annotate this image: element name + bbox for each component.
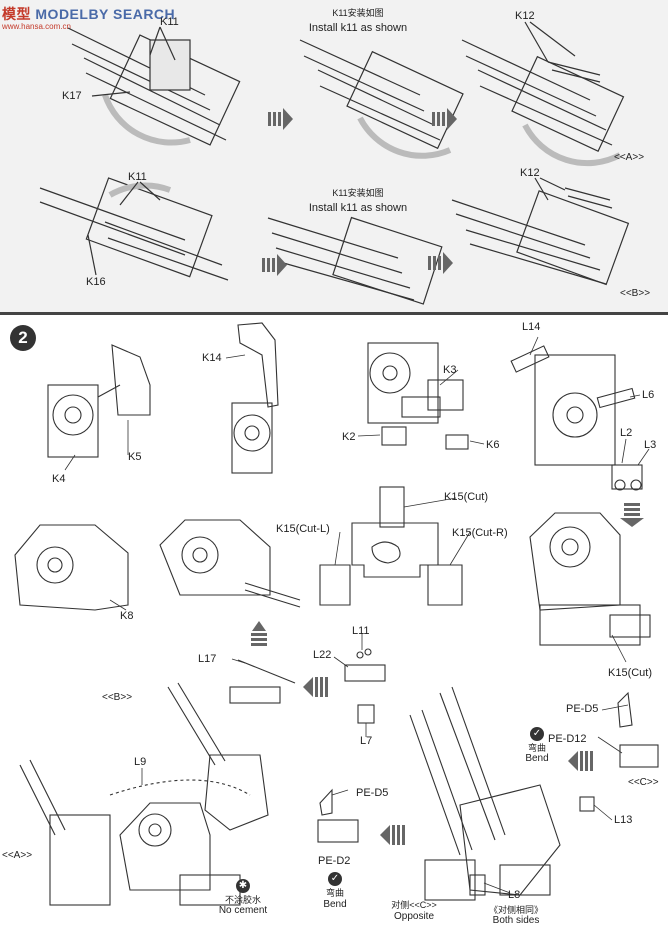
- both-sides-cn: 《对侧相同》: [488, 905, 544, 915]
- part-k3-assembly: [367, 342, 469, 450]
- gun-assembly-1b: [299, 39, 464, 159]
- gun-assembly-2a: [39, 177, 229, 281]
- part-k15-center: [319, 486, 463, 606]
- no-cement-cn: 不涂胶水: [224, 895, 262, 905]
- striped-arrow-left-1: [303, 677, 328, 697]
- striped-arrow-up-left: [251, 621, 267, 646]
- label-k11-r2: K11: [128, 171, 147, 183]
- watermark-url: www.hansa.com.cn: [2, 22, 71, 31]
- ref-b-bottom: <<B>>: [102, 692, 133, 703]
- bend-cn-right: 弯曲: [527, 743, 547, 753]
- label-l8: L8: [508, 889, 521, 901]
- install-note-en-r1: Install k11 as shown: [308, 22, 408, 34]
- striped-arrow-1: [268, 108, 293, 130]
- label-l13: L13: [614, 814, 633, 826]
- label-pe-d2: PE-D2: [318, 855, 351, 867]
- part-k8-assembly: [14, 524, 129, 611]
- label-k15-cut-r: K15(Cut-R): [452, 527, 508, 539]
- striped-arrow-left-2: [568, 751, 593, 771]
- label-k3: K3: [443, 364, 457, 376]
- part-l22-l11-l7: [344, 648, 386, 724]
- part-k14: [231, 322, 279, 474]
- label-k6: K6: [486, 439, 500, 451]
- label-l17: L17: [198, 653, 217, 665]
- gun-mount-bottom-right: [409, 686, 561, 901]
- striped-arrow-4: [428, 252, 453, 274]
- top-line-art: [39, 21, 630, 305]
- both-sides-en: Both sides: [492, 915, 540, 926]
- part-right-mid-assembly: [529, 512, 651, 646]
- label-k12-r2: K12: [520, 167, 540, 179]
- bend-cn-left: 弯曲: [325, 888, 345, 898]
- gun-assembly-1c: [461, 39, 625, 167]
- label-pe-d5-right: PE-D5: [566, 703, 599, 715]
- checkmark-circle-icon-left: ✓: [328, 872, 342, 886]
- ref-a-bottom: <<A>>: [2, 850, 33, 861]
- label-l7: L7: [360, 735, 373, 747]
- bend-en-right: Bend: [525, 753, 549, 764]
- label-pe-d5-left: PE-D5: [356, 787, 389, 799]
- label-k15-cut: K15(Cut): [444, 491, 489, 503]
- label-k17: K17: [62, 90, 82, 102]
- label-l3: L3: [644, 439, 657, 451]
- bend-en-left: Bend: [323, 899, 347, 910]
- label-k15-cut-l: K15(Cut-L): [276, 523, 330, 535]
- label-l6: L6: [642, 389, 655, 401]
- part-mid-left-assembly: [159, 519, 301, 608]
- label-l2: L2: [620, 427, 633, 439]
- label-k2: K2: [342, 431, 356, 443]
- step-2-line-art: [14, 322, 659, 906]
- ref-c: <<C>>: [628, 777, 659, 788]
- opposite-en: Opposite: [393, 911, 435, 922]
- checkmark-circle-icon: ✓: [530, 727, 544, 741]
- install-note-cn-r2: K11安装如图: [332, 188, 384, 198]
- striped-arrow-left-3: [380, 825, 405, 845]
- gun-assembly-2b: [267, 216, 443, 305]
- step-2-panel: 2: [0, 312, 668, 931]
- striped-arrow-2: [432, 108, 457, 130]
- label-k11-r1: K11: [160, 16, 179, 28]
- part-l17: [229, 659, 296, 704]
- ref-b-top: <<B>>: [620, 288, 651, 299]
- opposite-cn: 对侧<<C>>: [391, 900, 437, 910]
- label-k4: K4: [52, 473, 66, 485]
- label-k12-r1: K12: [515, 10, 535, 22]
- striped-arrow-down-right: [620, 503, 644, 527]
- label-k16: K16: [86, 276, 106, 288]
- gun-mount-bottom-left: [19, 682, 269, 906]
- step-number-badge: 2: [10, 325, 36, 351]
- label-k15-cut-bottom: K15(Cut): [608, 667, 653, 679]
- label-pe-d12: PE-D12: [548, 733, 587, 745]
- label-l14: L14: [522, 321, 541, 333]
- striped-arrow-3: [262, 254, 287, 276]
- watermark: 模型 MODELBY SEARCH: [2, 4, 175, 24]
- watermark-cn: 模型: [2, 6, 31, 22]
- label-k14: K14: [202, 352, 222, 364]
- part-drum-k4-k5: [47, 344, 151, 458]
- watermark-en: MODELBY SEARCH: [35, 6, 176, 22]
- label-l11: L11: [352, 625, 370, 637]
- no-cement-en: No cement: [218, 905, 268, 916]
- pe-parts-left: [317, 788, 359, 843]
- part-l14-l6: [510, 345, 636, 466]
- part-l2-l3: [611, 464, 643, 491]
- label-l22: L22: [313, 649, 332, 661]
- label-l9: L9: [134, 756, 147, 768]
- install-note-cn-r1: K11安装如图: [332, 8, 384, 18]
- label-k8: K8: [120, 610, 134, 622]
- asterisk-circle-icon: ✱: [236, 879, 250, 893]
- install-note-en-r2: Install k11 as shown: [308, 202, 408, 214]
- top-instruction-panel: 模型 MODELBY SEARCH www.hansa.com.cn: [0, 0, 668, 312]
- gun-assembly-2c: [451, 187, 630, 286]
- ref-a-top: <<A>>: [614, 152, 645, 163]
- label-k5: K5: [128, 451, 142, 463]
- pe-parts-right: [579, 691, 659, 812]
